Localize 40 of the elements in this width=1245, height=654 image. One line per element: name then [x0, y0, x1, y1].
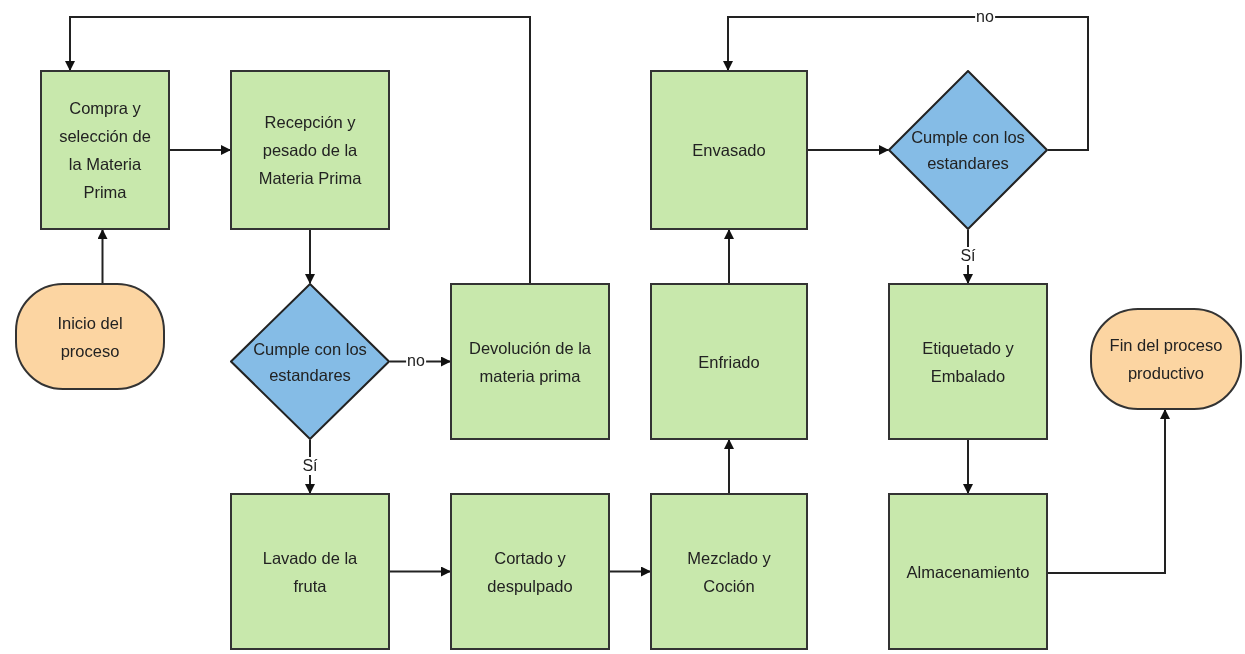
process-text: Lavado de la fruta	[261, 547, 359, 597]
edge-label: Sí	[301, 457, 319, 475]
arrow	[723, 16, 1089, 151]
process-text: Etiquetado y Embalado	[921, 337, 1015, 387]
terminal-text: Fin del proceso productivo	[1108, 335, 1224, 384]
edge-label: Sí	[959, 247, 977, 265]
arrow	[65, 16, 531, 284]
process-box	[650, 70, 808, 230]
process-text: Compra y selección de la Materia Prima	[58, 98, 152, 203]
process-box	[888, 283, 1048, 440]
process-box	[230, 493, 390, 650]
arrow	[963, 439, 973, 494]
terminal-text: Inicio del proceso	[56, 312, 124, 362]
process-text: Mezclado y Coción	[686, 547, 772, 597]
process-text: Recepción y pesado de la Materia Prima	[257, 112, 363, 189]
process-box	[230, 70, 390, 230]
process-text: Envasado	[692, 140, 766, 161]
process-text: Almacenamiento	[906, 561, 1030, 583]
process-text: Devolución de la materia prima	[468, 337, 592, 387]
process-box	[888, 493, 1048, 650]
decision-text: Cumple con los estandares	[252, 338, 368, 386]
arrow	[807, 145, 889, 155]
process-text: Cortado y despulpado	[486, 547, 574, 597]
arrow	[169, 145, 231, 155]
process-box	[650, 493, 808, 650]
arrow	[609, 566, 651, 577]
arrow	[724, 439, 734, 494]
decision-text: Cumple con los estandares	[910, 127, 1026, 174]
arrow	[1047, 409, 1170, 574]
process-box	[650, 283, 808, 440]
arrow	[389, 566, 451, 577]
arrow	[97, 229, 108, 284]
arrow	[305, 229, 315, 284]
arrow	[724, 229, 734, 284]
process-box	[450, 283, 610, 440]
process-box	[40, 70, 170, 230]
decision-diamond	[230, 283, 390, 440]
decision-diamond	[888, 70, 1048, 230]
process-text: Enfriado	[698, 351, 760, 373]
process-box	[450, 493, 610, 650]
